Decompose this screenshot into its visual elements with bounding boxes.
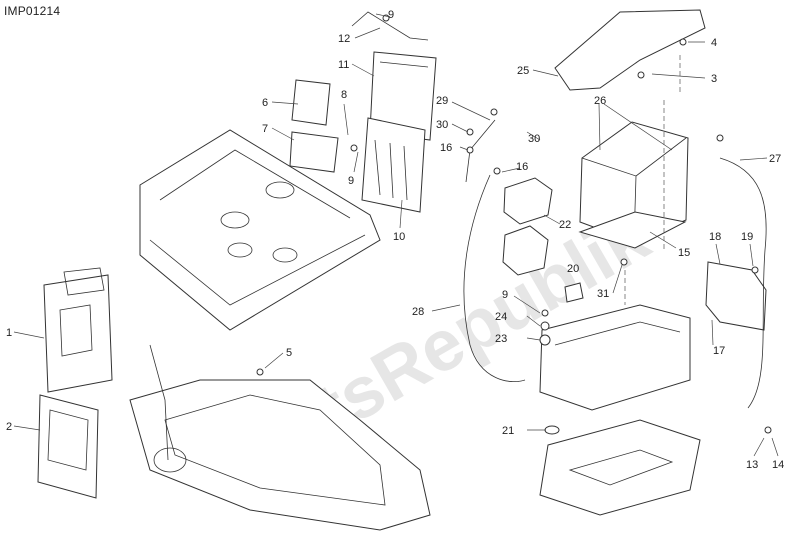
callout-30b: 30 xyxy=(528,133,540,145)
callout-13: 13 xyxy=(746,459,758,471)
callout-23: 23 xyxy=(495,333,507,345)
callout-27: 27 xyxy=(769,153,781,165)
part-ecu-bracket xyxy=(361,117,426,213)
callout-6: 6 xyxy=(262,97,268,109)
callout-19: 19 xyxy=(741,231,753,243)
callout-9c: 9 xyxy=(502,289,508,301)
callout-15: 15 xyxy=(678,247,690,259)
part-ecu xyxy=(369,51,437,141)
callout-24: 24 xyxy=(495,311,507,323)
callout-26: 26 xyxy=(594,95,606,107)
callout-11: 11 xyxy=(338,59,349,71)
part-battery-tray xyxy=(539,304,701,516)
callout-4: 4 xyxy=(711,37,717,49)
part-strap xyxy=(351,11,429,41)
callout-2: 2 xyxy=(6,421,12,433)
part-frame xyxy=(129,379,431,531)
callout-25: 25 xyxy=(517,65,529,77)
callout-10: 10 xyxy=(393,231,405,243)
callout-3: 3 xyxy=(711,73,717,85)
cable-28 xyxy=(463,174,526,383)
callout-16a: 16 xyxy=(440,142,452,154)
fasteners xyxy=(256,14,772,435)
part-relay xyxy=(289,79,339,173)
part-frame-tube xyxy=(149,344,169,461)
callout-16b: 16 xyxy=(516,161,528,173)
callout-5: 5 xyxy=(286,347,292,359)
callout-9a: 9 xyxy=(388,9,394,21)
callout-28: 28 xyxy=(412,306,424,318)
callout-7: 7 xyxy=(262,123,268,135)
callout-leaders xyxy=(13,13,779,457)
callout-18: 18 xyxy=(709,231,721,243)
callout-9b: 9 xyxy=(348,175,354,187)
callout-1: 1 xyxy=(6,327,12,339)
callout-20: 20 xyxy=(567,263,579,275)
callout-21: 21 xyxy=(502,425,514,437)
callout-17: 17 xyxy=(713,345,725,357)
callout-labels: 1 2 3 4 5 6 7 8 9 9 9 10 11 12 13 14 15 … xyxy=(6,9,784,471)
part-battery-pad xyxy=(578,211,687,249)
drawing-code: IMP01214 xyxy=(4,4,61,18)
part-fuse xyxy=(564,282,584,303)
part-battery xyxy=(579,121,689,243)
callout-12: 12 xyxy=(338,33,350,45)
callout-29: 29 xyxy=(436,95,448,107)
callout-31: 31 xyxy=(597,288,609,300)
alignment-lines xyxy=(624,55,681,305)
part-control-unit xyxy=(43,267,113,393)
callout-22: 22 xyxy=(559,219,571,231)
callout-30a: 30 xyxy=(436,119,448,131)
part-airbox xyxy=(139,129,381,331)
callout-8: 8 xyxy=(341,89,347,101)
part-plate-lower xyxy=(37,394,99,499)
callout-14: 14 xyxy=(772,459,784,471)
part-starter-relay xyxy=(502,177,553,276)
part-battery-cover xyxy=(554,9,706,91)
cable-27 xyxy=(719,157,767,409)
